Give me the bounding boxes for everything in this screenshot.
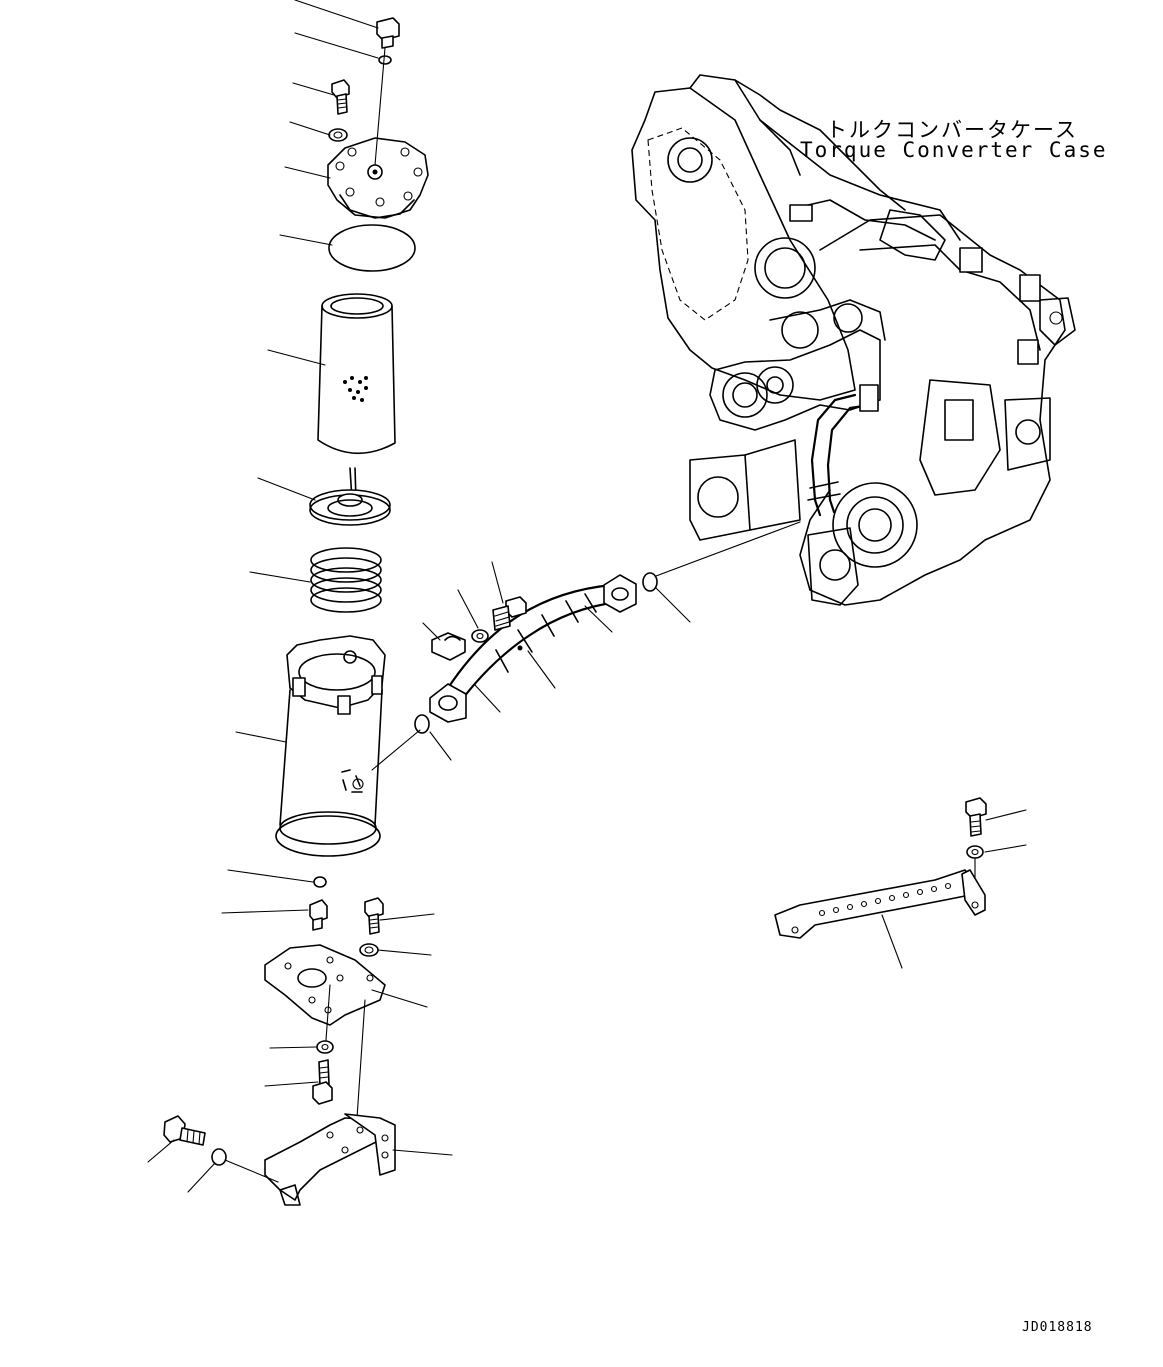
torque-converter-case: [631, 74, 1076, 606]
torque-converter-case-label-en: Torque Converter Case: [800, 138, 1108, 162]
small-o-ring: [378, 55, 392, 65]
torque-converter-case-label-jp: トルクコンバータケース: [826, 118, 1078, 142]
drawing-number: JD018818: [1022, 1320, 1093, 1335]
callout-leaders: [147, 0, 1027, 1193]
large-o-ring: [328, 224, 416, 272]
cover-bolt: [331, 79, 350, 115]
mount-base: [163, 897, 396, 1206]
bypass-valve-plate: [309, 467, 391, 526]
side-bracket: [774, 797, 987, 939]
hose-o-ring-left: [414, 714, 430, 734]
hose-assembly: [371, 521, 801, 771]
washer: [328, 128, 348, 142]
filter-cover: [327, 137, 429, 219]
filter-case: [275, 635, 386, 857]
filter-element: [317, 293, 396, 455]
filter-stack: [275, 17, 429, 888]
spring: [310, 547, 382, 613]
hose-o-ring-right: [642, 572, 658, 592]
case-o-ring: [313, 876, 327, 888]
top-bolt: [376, 17, 400, 49]
